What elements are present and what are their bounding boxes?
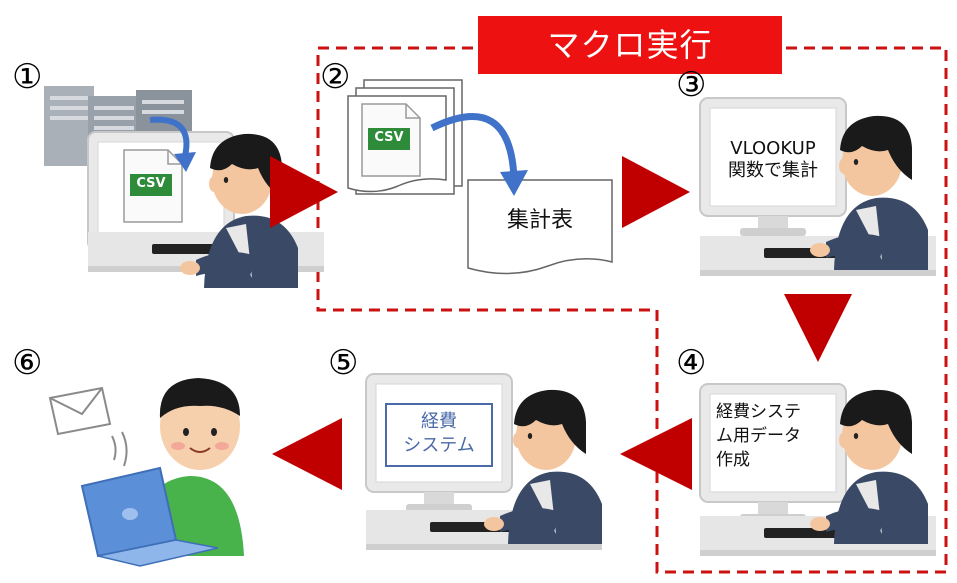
flow-arrow-2 bbox=[622, 156, 690, 228]
step5-scene bbox=[365, 373, 602, 550]
flow-arrow-1 bbox=[270, 156, 338, 228]
aggregate-arrow-icon bbox=[430, 113, 518, 179]
download-arrow-icon bbox=[149, 116, 190, 161]
flow-arrow-3 bbox=[784, 294, 852, 362]
csv-file-label: CSV bbox=[136, 176, 166, 191]
summary-sheet-label: 集計表 bbox=[506, 208, 573, 233]
mail-icon bbox=[48, 386, 112, 436]
flow-arrow-5 bbox=[272, 418, 342, 490]
step3-screen-text: VLOOKUP 関数で集計 bbox=[728, 138, 818, 181]
macro-execution-banner: マクロ実行 bbox=[478, 16, 782, 74]
step1-scene bbox=[44, 86, 324, 288]
step5-screen-text: 経費 システム bbox=[403, 411, 475, 456]
step6-scene bbox=[48, 378, 244, 567]
macro-boundary bbox=[316, 46, 948, 574]
step-number-5: ⑤ bbox=[328, 343, 359, 383]
step-number-4: ④ bbox=[676, 343, 707, 383]
step-number-1: ① bbox=[12, 57, 43, 97]
step-number-2: ② bbox=[320, 57, 351, 97]
flow-arrow-4 bbox=[620, 418, 692, 490]
step3-scene bbox=[699, 97, 936, 276]
step2-scene bbox=[347, 79, 613, 275]
step-number-3: ③ bbox=[676, 65, 707, 105]
expense-system-box bbox=[385, 403, 493, 467]
step-number-6: ⑥ bbox=[12, 343, 43, 383]
csv-file-label: CSV bbox=[374, 130, 404, 145]
step4-screen-text: 経費システ ム用データ 作成 bbox=[716, 402, 801, 470]
